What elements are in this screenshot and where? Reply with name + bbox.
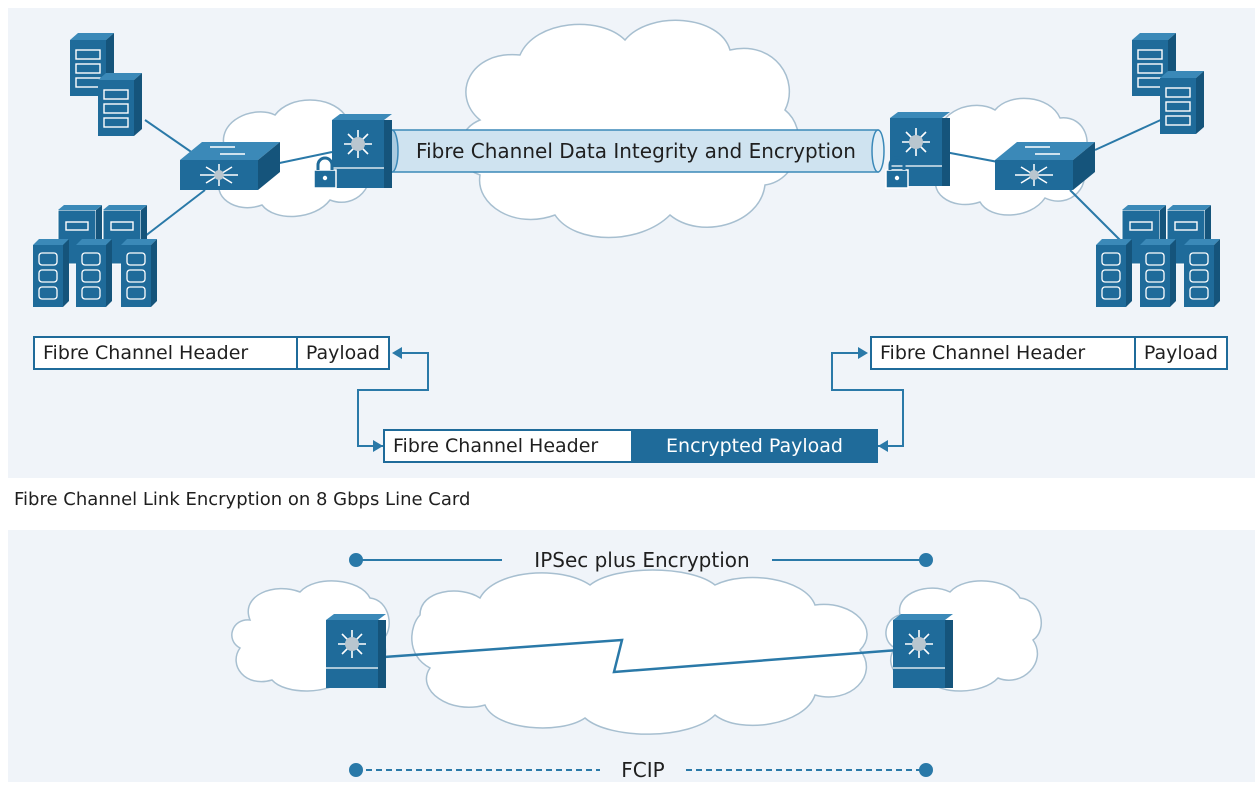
- frame-payload-cell: Payload: [1133, 338, 1226, 368]
- fabric-switch-icon: [994, 141, 1096, 191]
- frame-header-cell: Fibre Channel Header: [880, 342, 1086, 364]
- multilayer-director-icon: [325, 613, 387, 689]
- multilayer-director-icon: [892, 613, 954, 689]
- tunnel-label: Fibre Channel Data Integrity and Encrypt…: [416, 139, 856, 163]
- frame-header-cell: Fibre Channel Header: [393, 435, 599, 457]
- storage-array-icon: [69, 32, 143, 137]
- server-rack-icon: [32, 204, 158, 308]
- left-frame: Fibre Channel Header Payload: [33, 336, 390, 370]
- fcip-span: [349, 763, 933, 777]
- storage-array-icon: [1131, 32, 1205, 135]
- fcip-label: FCIP: [621, 758, 664, 782]
- ipsec-span: [349, 553, 933, 567]
- ip-wan-cloud-icon: [411, 569, 868, 735]
- fcip-link: [383, 638, 899, 674]
- right-frame: Fibre Channel Header Payload: [870, 336, 1228, 370]
- wan-cloud-icon: [458, 19, 800, 239]
- fabric-switch-icon: [179, 141, 281, 191]
- server-rack-icon: [1095, 204, 1221, 308]
- encryption-tunnel: [385, 129, 885, 173]
- encrypted-payload-cell: Encrypted Payload: [631, 431, 876, 461]
- multilayer-director-icon: [331, 113, 393, 189]
- encrypted-frame: Fibre Channel Header Encrypted Payload: [383, 429, 878, 463]
- frame-header-cell: Fibre Channel Header: [43, 342, 249, 364]
- figure-caption: Fibre Channel Link Encryption on 8 Gbps …: [14, 489, 471, 510]
- ipsec-label: IPSec plus Encryption: [534, 548, 749, 572]
- frame-payload-cell: Payload: [295, 338, 388, 368]
